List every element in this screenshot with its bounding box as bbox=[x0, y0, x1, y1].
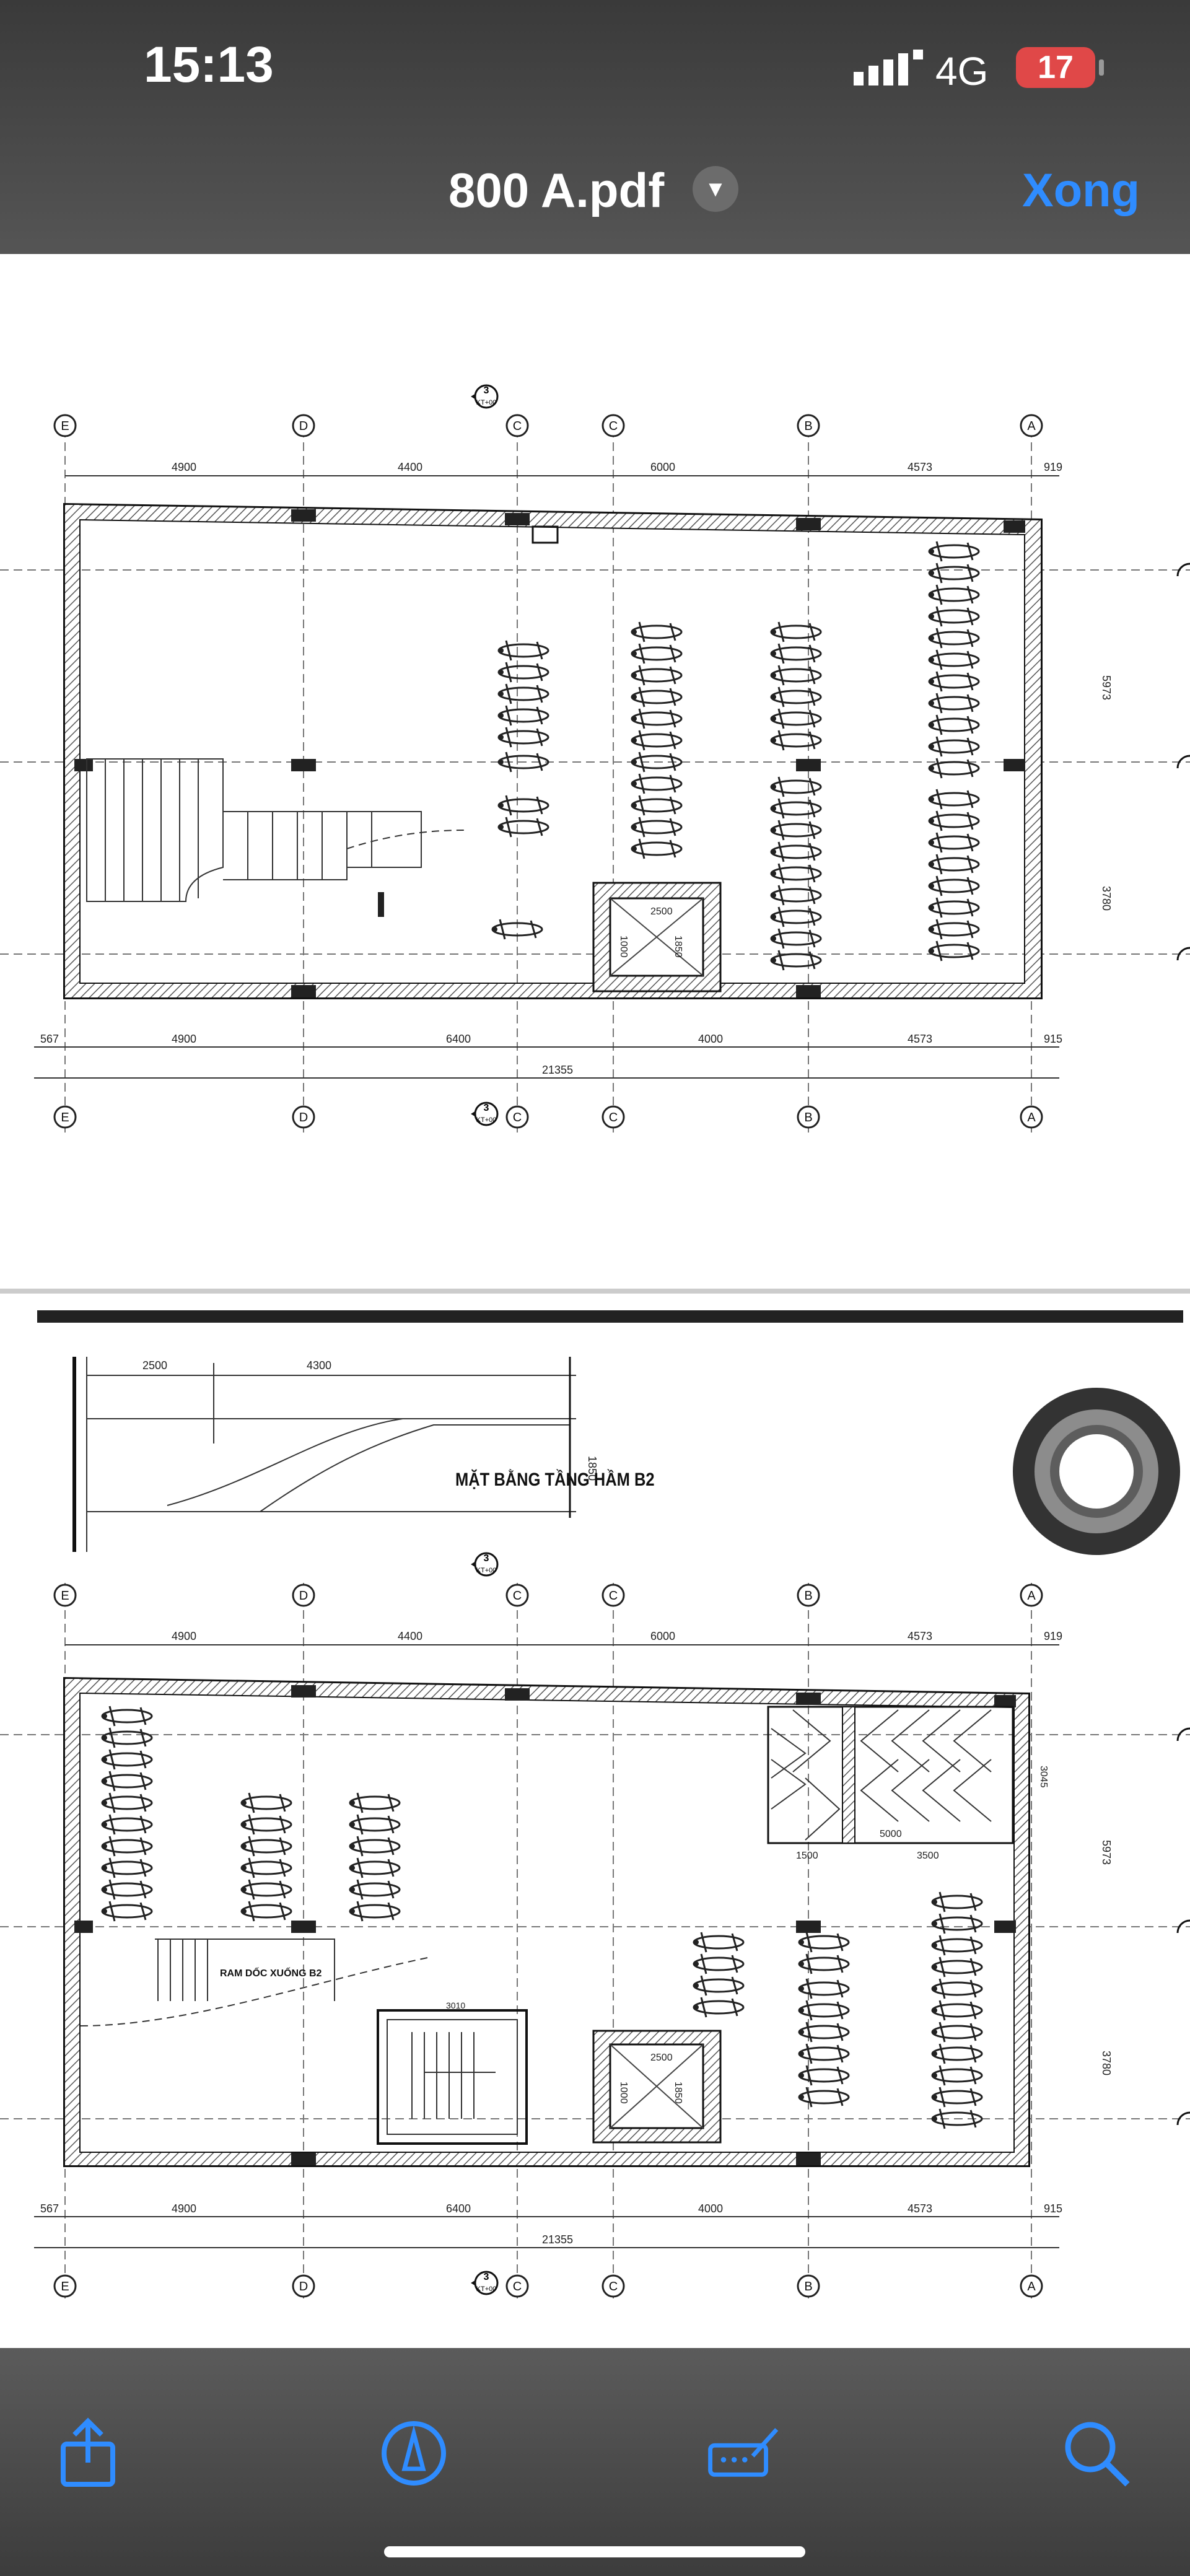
grid-label: A bbox=[1027, 419, 1036, 433]
plan-b2: E D C C B A E D C C B A 3 KT+00 3 KT+00 bbox=[0, 384, 1190, 1134]
svg-text:2500: 2500 bbox=[142, 1359, 167, 1372]
svg-text:A: A bbox=[1027, 2280, 1036, 2293]
svg-text:4000: 4000 bbox=[698, 1033, 723, 1045]
grid-label: A bbox=[1027, 1111, 1036, 1124]
svg-text:4573: 4573 bbox=[908, 2202, 932, 2215]
svg-text:2500: 2500 bbox=[650, 2052, 673, 2063]
svg-text:4900: 4900 bbox=[172, 1033, 196, 1045]
page-scroll-indicator[interactable] bbox=[1013, 1388, 1180, 1555]
svg-text:4400: 4400 bbox=[398, 461, 422, 473]
plan-b1: E D C C B A E D C C B A 3 KT+00 3 KT+00 bbox=[0, 1552, 1190, 2298]
floor-plan-drawing: E D C C B A E D C C B A 3 KT+00 3 KT+00 bbox=[0, 384, 1190, 2298]
svg-text:3780: 3780 bbox=[1100, 2051, 1113, 2075]
svg-text:1000: 1000 bbox=[618, 935, 629, 958]
svg-text:KT+00: KT+00 bbox=[476, 2285, 497, 2293]
svg-text:3010: 3010 bbox=[446, 2000, 465, 2010]
grid-label: D bbox=[299, 1111, 308, 1124]
svg-text:3: 3 bbox=[484, 385, 489, 396]
svg-text:919: 919 bbox=[1044, 461, 1062, 473]
svg-text:3: 3 bbox=[484, 2272, 489, 2282]
grid-label: C bbox=[513, 1111, 522, 1124]
svg-text:C: C bbox=[513, 1589, 522, 1603]
svg-text:1850: 1850 bbox=[586, 1456, 598, 1481]
grid-label: D bbox=[299, 419, 308, 433]
svg-text:B: B bbox=[804, 1589, 812, 1603]
plan-caption: MẶT BẰNG TẦNG HẦM B2 bbox=[455, 1470, 655, 1490]
share-icon[interactable] bbox=[51, 2416, 125, 2491]
network-type: 4G bbox=[935, 49, 989, 94]
svg-text:5973: 5973 bbox=[1100, 675, 1113, 700]
svg-text:6400: 6400 bbox=[446, 1033, 471, 1045]
svg-text:B: B bbox=[804, 2280, 812, 2293]
svg-text:KT+00: KT+00 bbox=[476, 1116, 497, 1124]
svg-text:KT+00: KT+00 bbox=[476, 399, 497, 406]
svg-text:5000: 5000 bbox=[880, 1829, 902, 1839]
document-title[interactable]: 800 A.pdf bbox=[448, 163, 665, 217]
svg-text:4300: 4300 bbox=[307, 1359, 331, 1372]
svg-text:D: D bbox=[299, 2280, 308, 2293]
grid-label: C bbox=[609, 1111, 618, 1124]
svg-text:1500: 1500 bbox=[796, 1851, 818, 1861]
done-button[interactable]: Xong bbox=[1022, 164, 1140, 217]
markup-icon[interactable] bbox=[377, 2416, 451, 2491]
svg-text:C: C bbox=[609, 2280, 618, 2293]
grid-label: C bbox=[609, 419, 618, 433]
svg-text:1850: 1850 bbox=[673, 2082, 683, 2104]
svg-text:3: 3 bbox=[484, 1103, 489, 1113]
svg-text:E: E bbox=[61, 1589, 69, 1603]
svg-text:C: C bbox=[513, 2280, 522, 2293]
bottom-toolbar bbox=[0, 2348, 1190, 2576]
svg-text:A: A bbox=[1027, 1589, 1036, 1603]
svg-text:915: 915 bbox=[1044, 2202, 1062, 2215]
ramp-down-label: RAM DỐC XUỐNG B2 bbox=[220, 1966, 322, 1979]
svg-text:4400: 4400 bbox=[398, 1630, 422, 1642]
svg-text:4573: 4573 bbox=[908, 461, 932, 473]
svg-text:4900: 4900 bbox=[172, 1630, 196, 1642]
svg-text:567: 567 bbox=[40, 1033, 59, 1045]
ramp-section: 2500 4300 1850 bbox=[72, 1357, 598, 1552]
svg-text:3500: 3500 bbox=[917, 1851, 939, 1861]
signature-icon[interactable] bbox=[705, 2416, 779, 2491]
svg-text:4573: 4573 bbox=[908, 1033, 932, 1045]
svg-text:E: E bbox=[61, 2280, 69, 2293]
svg-text:919: 919 bbox=[1044, 1630, 1062, 1642]
svg-text:915: 915 bbox=[1044, 1033, 1062, 1045]
svg-text:6000: 6000 bbox=[650, 461, 675, 473]
svg-text:5973: 5973 bbox=[1100, 1840, 1113, 1865]
grid-label: E bbox=[61, 1111, 69, 1124]
svg-text:3045: 3045 bbox=[1038, 1766, 1049, 1788]
svg-text:C: C bbox=[609, 1589, 618, 1603]
svg-text:4000: 4000 bbox=[698, 2202, 723, 2215]
svg-text:D: D bbox=[299, 1589, 308, 1603]
svg-text:4900: 4900 bbox=[172, 2202, 196, 2215]
svg-text:3: 3 bbox=[484, 1553, 489, 1564]
pdf-document-view[interactable]: E D C C B A E D C C B A 3 KT+00 3 KT+00 bbox=[0, 254, 1190, 2348]
battery-cap bbox=[1099, 59, 1104, 76]
svg-text:1000: 1000 bbox=[618, 2082, 629, 2104]
grid-label: C bbox=[513, 419, 522, 433]
svg-text:21355: 21355 bbox=[542, 2233, 573, 2246]
grid-label: B bbox=[804, 1111, 812, 1124]
battery-indicator: 17 bbox=[1016, 47, 1095, 88]
signal-icon bbox=[854, 50, 923, 85]
home-indicator[interactable] bbox=[384, 2546, 805, 2557]
svg-text:2500: 2500 bbox=[650, 906, 673, 917]
grid-label: B bbox=[804, 419, 812, 433]
svg-text:1850: 1850 bbox=[673, 935, 683, 958]
svg-text:3780: 3780 bbox=[1100, 886, 1113, 911]
svg-text:6000: 6000 bbox=[650, 1630, 675, 1642]
svg-text:567: 567 bbox=[40, 2202, 59, 2215]
search-icon[interactable] bbox=[1059, 2416, 1134, 2491]
svg-text:21355: 21355 bbox=[542, 1064, 573, 1076]
status-time: 15:13 bbox=[144, 37, 274, 93]
svg-text:4573: 4573 bbox=[908, 1630, 932, 1642]
grid-label: E bbox=[61, 419, 69, 433]
svg-text:KT+00: KT+00 bbox=[476, 1567, 497, 1574]
top-bar: 15:13 4G 17 800 A.pdf ▼ Xong bbox=[0, 0, 1190, 254]
svg-text:6400: 6400 bbox=[446, 2202, 471, 2215]
svg-text:4900: 4900 bbox=[172, 461, 196, 473]
chevron-down-icon[interactable]: ▼ bbox=[693, 166, 738, 212]
